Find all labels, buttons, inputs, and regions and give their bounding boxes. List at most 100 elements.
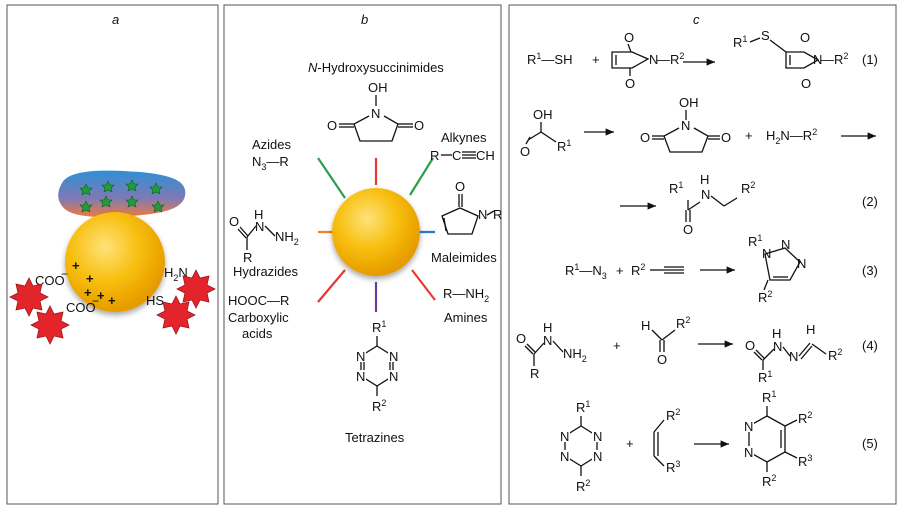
svg-text:N: N: [389, 349, 398, 364]
svg-text:S: S: [761, 28, 770, 43]
svg-text:N: N: [744, 445, 753, 460]
svg-text:—R2: —R2: [657, 51, 684, 67]
svg-text:+: +: [97, 288, 105, 303]
nhs-title: N-Hydroxysuccinimides: [308, 60, 444, 75]
linker-amine: [411, 269, 436, 301]
svg-text:H: H: [700, 172, 709, 187]
equation-1: R1—SH + O N —R2 O R1 S O N —R2 O (1): [527, 28, 878, 91]
svg-text:O: O: [520, 144, 530, 159]
svg-text:CH: CH: [476, 148, 495, 163]
svg-text:R1: R1: [669, 180, 683, 196]
svg-text:N: N: [593, 429, 602, 444]
svg-text:R: R: [430, 148, 439, 163]
svg-text:R: R: [243, 250, 252, 265]
svg-text:N: N: [681, 118, 690, 133]
carboxylic-label: Carboxylic: [228, 310, 289, 325]
amines-label: Amines: [444, 310, 488, 325]
eq5-number: (5): [862, 436, 878, 451]
panel-c: R1—SH + O N —R2 O R1 S O N —R2 O (1): [516, 28, 878, 494]
svg-text:O: O: [745, 338, 755, 353]
svg-text:N: N: [593, 449, 602, 464]
svg-text:C: C: [452, 148, 461, 163]
svg-text:N: N: [701, 187, 710, 202]
svg-text:N: N: [371, 106, 380, 121]
svg-text:H: H: [772, 326, 781, 341]
linker-alkyne: [409, 157, 434, 196]
panel-a-frame: [6, 4, 219, 505]
linker-carboxylic: [317, 269, 346, 303]
svg-text:O: O: [327, 118, 337, 133]
svg-text:N: N: [356, 349, 365, 364]
svg-text:O: O: [640, 130, 650, 145]
svg-text:NH2: NH2: [275, 229, 299, 247]
nhs-structure: OH N O O: [327, 80, 424, 142]
svg-text:+: +: [626, 436, 634, 451]
svg-text:N: N: [773, 339, 782, 354]
panel-b-frame: [223, 4, 502, 505]
azide-formula: N3—R: [252, 154, 289, 172]
svg-text:R: R: [530, 366, 539, 381]
svg-text:O: O: [800, 30, 810, 45]
red-stars: [9, 269, 216, 345]
svg-text:N: N: [797, 256, 806, 271]
svg-text:R3: R3: [666, 459, 680, 475]
svg-text:+: +: [72, 258, 80, 273]
svg-text:+: +: [745, 128, 753, 143]
svg-text:R1: R1: [758, 369, 772, 385]
equation-4: O H N NH2 R + H R2 O O H N N: [516, 315, 878, 385]
equation-3: R1—N3 + R2 R1 N N N R2 (3): [565, 233, 878, 305]
svg-text:—R2: —R2: [821, 51, 848, 67]
svg-text:N: N: [543, 333, 552, 348]
svg-text:H2N—R2: H2N—R2: [766, 127, 817, 146]
coo-bottom-label: COO: [66, 300, 96, 315]
svg-text:H: H: [254, 207, 263, 222]
svg-text:+: +: [592, 52, 600, 67]
svg-text:+: +: [108, 293, 116, 308]
svg-text:O: O: [455, 179, 465, 194]
svg-text:R2: R2: [676, 315, 690, 331]
equation-2: OH O R1 OH N O O + H2N—R2 R1: [520, 95, 878, 237]
tetrazines-label: Tetrazines: [345, 430, 405, 445]
svg-text:N: N: [813, 52, 822, 67]
svg-text:R2: R2: [758, 289, 772, 305]
svg-text:R1—SH: R1—SH: [527, 51, 572, 67]
svg-text:O: O: [683, 222, 693, 237]
panel-c-frame: [508, 4, 897, 505]
svg-text:H: H: [543, 320, 552, 335]
svg-text:N: N: [560, 449, 569, 464]
svg-text:H: H: [806, 322, 815, 337]
svg-text:R2: R2: [762, 473, 776, 489]
hs-label: HS: [146, 293, 164, 308]
h2n-label: H2N: [164, 265, 188, 283]
svg-text:R1: R1: [733, 34, 747, 50]
svg-text:N: N: [255, 219, 264, 234]
positive-charges: + + + + +: [72, 258, 116, 308]
svg-text:H: H: [641, 318, 650, 333]
minus-top: −: [61, 267, 68, 281]
amine-formula: R—NH2: [443, 286, 489, 304]
svg-text:NH2: NH2: [563, 346, 587, 364]
svg-text:R1: R1: [372, 319, 386, 335]
equation-5: R1 N N N N R2 + R2 R3 R1: [559, 389, 878, 494]
protein-shape: [58, 170, 186, 217]
coo-top-label: COO: [35, 273, 65, 288]
azides-label: Azides: [252, 137, 292, 152]
svg-text:N: N: [389, 369, 398, 384]
hydrazides-label: Hydrazides: [233, 264, 299, 279]
svg-text:N: N: [781, 237, 790, 252]
svg-text:O: O: [229, 214, 239, 229]
gold-nanoparticle-b: [332, 188, 420, 276]
svg-text:O: O: [721, 130, 731, 145]
svg-text:R2: R2: [576, 478, 590, 494]
hydrazide-structure: O H N NH2 R: [229, 207, 299, 265]
svg-text:N: N: [649, 52, 658, 67]
svg-text:OH: OH: [679, 95, 699, 110]
svg-text:N: N: [356, 369, 365, 384]
minus-bottom: −: [92, 294, 99, 308]
svg-text:O: O: [624, 30, 634, 45]
svg-text:+: +: [613, 338, 621, 353]
svg-text:R2: R2: [372, 398, 386, 414]
panel-c-label: c: [693, 12, 700, 27]
eq2-number: (2): [862, 194, 878, 209]
svg-text:R2: R2: [798, 410, 812, 426]
